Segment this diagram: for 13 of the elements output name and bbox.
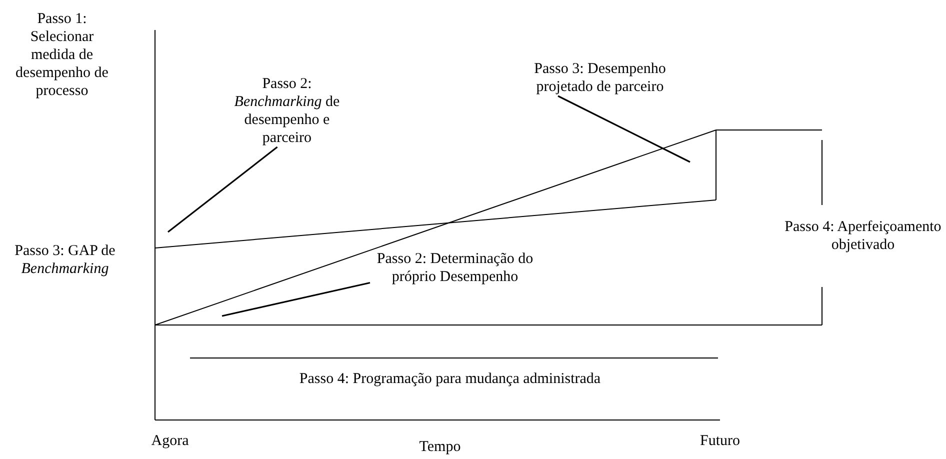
leader-line xyxy=(168,146,278,233)
step-label: Passo 2: Determinação do próprio Desempenho xyxy=(370,250,540,286)
step-label: Passo 3: GAP de Benchmarking xyxy=(14,242,116,278)
leader-line xyxy=(222,282,370,317)
axis-label: Futuro xyxy=(698,432,741,450)
step-label: Passo 4: Aperfeiçoamento objetivado xyxy=(784,218,942,254)
step-label: Passo 4: Programação para mudança administrada xyxy=(298,370,602,388)
axis-label: Agora xyxy=(150,432,190,450)
axis-label: Tempo xyxy=(418,438,462,456)
leader-line xyxy=(558,95,690,163)
step-label: Passo 1: Selecionar medida de desempenho de processo xyxy=(14,10,110,100)
step-label: Passo 3: Desempenho projetado de parceiro xyxy=(520,60,680,96)
step-label: Passo 2: Benchmarking de desempenho e parceiro xyxy=(222,75,352,147)
